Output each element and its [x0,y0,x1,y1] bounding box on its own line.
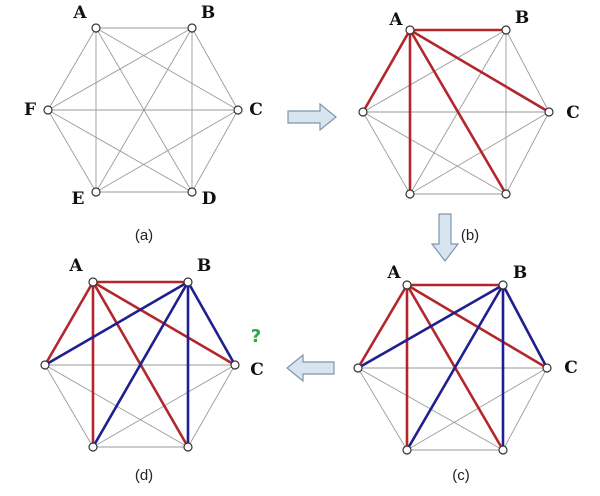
vertex-label-A: A [386,263,401,283]
edge-CD [191,109,239,193]
red-edge-AC [405,283,549,370]
edge-BF [47,27,193,111]
edge-CE [409,111,550,195]
red-edge-AF [361,28,412,114]
vertex-C [542,363,552,373]
edge-DF [47,109,193,193]
vertex-label-B: B [513,263,527,283]
vertex-E [402,445,412,455]
blue-edge-BF [356,283,505,370]
vertex-D [501,189,511,199]
vertex-C [230,360,240,370]
arrow-down-icon [430,213,460,262]
vertex-F [358,107,368,117]
vertex-D [187,187,197,197]
vertex-F [40,360,50,370]
edge-EF [47,109,97,193]
red-edge-AD [408,28,508,196]
edge-BC [191,27,239,111]
edge-AF [47,27,97,111]
panel-b-graph: A B C [358,8,580,199]
vertex-B [501,25,511,35]
caption-c: (c) [452,467,470,484]
vertex-B [187,23,197,33]
edge-CD [187,364,236,448]
vertex-D [183,442,193,452]
vertex-label-B: B [515,8,529,28]
blue-edge-BC [186,280,237,367]
blue-edge-BE [405,283,505,452]
blue-edge-BE [91,280,190,449]
vertex-label-B: B [197,256,211,276]
vertex-D [498,445,508,455]
blue-edge-BF [43,280,190,367]
vertex-label-C: C [566,103,580,123]
panel-a-graph: A B C D E F [24,3,263,209]
vertex-label-E: E [72,189,85,209]
vertex-A [402,280,412,290]
vertex-C [233,105,243,115]
vertex-E [91,187,101,197]
panel-c-graph: A B C [353,263,578,455]
vertex-label-C: C [564,358,578,378]
vertex-F [43,105,53,115]
arrow-right-icon [287,102,337,132]
vertex-F [353,363,363,373]
vertex-B [183,277,193,287]
vertex-E [88,442,98,452]
edge-CD [502,367,548,451]
vertex-A [88,277,98,287]
vertex-label-D: D [202,189,217,209]
caption-a: (a) [135,227,153,244]
edge-CD [505,111,550,195]
edge-CE [406,367,548,451]
edge-AC [95,27,239,111]
arrow-left-icon [286,353,335,383]
caption-b: (b) [461,227,479,244]
edge-CE [95,109,239,193]
blue-edge-BC [501,283,549,370]
red-edge-AF [43,280,95,367]
vertex-label-C: C [249,100,263,120]
caption-d: (d) [135,467,153,484]
vertex-label-A: A [68,256,83,276]
vertex-C [544,107,554,117]
edge-BC [505,29,550,113]
edge-EF [362,111,411,195]
vertex-label-A: A [72,3,87,23]
panel-d-graph: A B C [40,256,264,452]
vertex-B [498,280,508,290]
vertex-label-A: A [388,10,403,30]
vertex-label-B: B [201,3,215,23]
red-edge-AC [408,28,551,114]
vertex-label-F: F [24,100,36,120]
vertex-A [405,25,415,35]
edge-EF [44,364,94,448]
vertex-E [405,189,415,199]
red-edge-AF [356,283,409,370]
edge-DF [362,111,507,195]
vertex-A [91,23,101,33]
vertex-label-C: C [250,360,264,380]
question-mark: ? [251,326,261,347]
edge-EF [357,367,408,451]
